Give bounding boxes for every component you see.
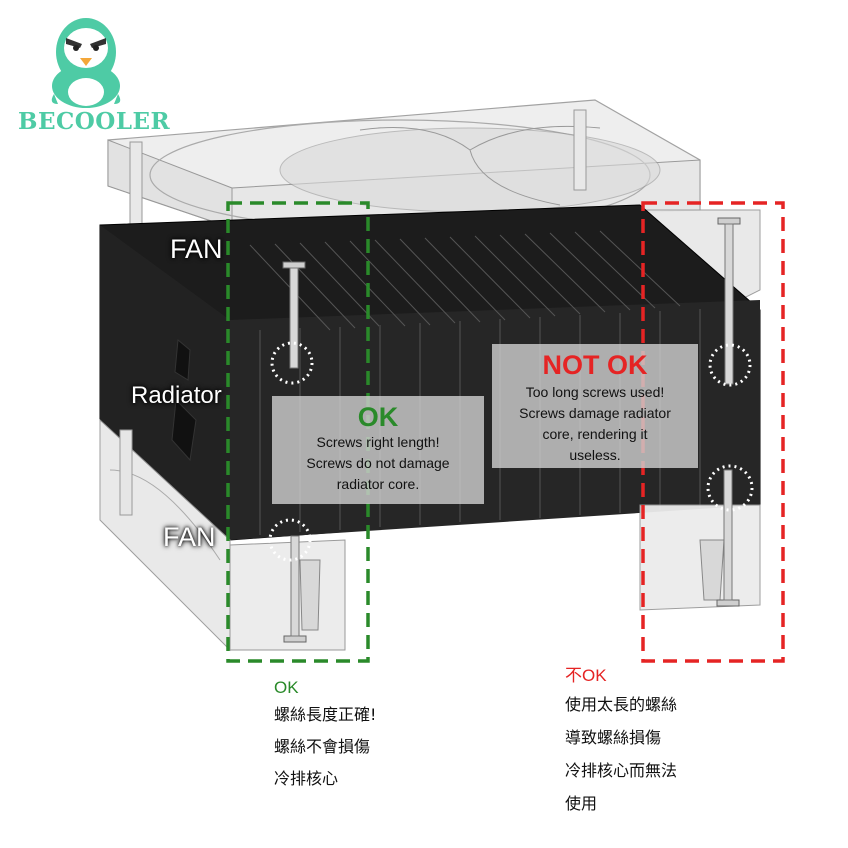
notok-screw-top [717, 217, 741, 385]
notok-panel-line: core, rendering it [542, 426, 648, 442]
radiator-label: Radiator [131, 382, 222, 409]
ok-caption-line: 螺絲不會損傷 [274, 737, 371, 756]
ok-panel-line: radiator core. [336, 476, 420, 492]
ok-caption: OK 螺絲長度正確! 螺絲不會損傷 冷排核心 [274, 677, 474, 795]
fan-bottom-label: FAN [163, 522, 216, 552]
ok-panel-title: OK [357, 402, 399, 432]
notok-caption-line: 冷排核心而無法 [565, 761, 678, 780]
notok-screw-tip-bottom-circle [706, 464, 754, 512]
notok-caption-title: 不OK [565, 666, 607, 685]
ok-highlight-box [226, 201, 370, 663]
notok-highlight-box [641, 201, 785, 663]
ok-screw-tip-top-circle [270, 341, 314, 385]
ok-panel-line: Screws do not damage [306, 455, 450, 471]
ok-panel-line: Screws right length! [316, 434, 440, 450]
ok-screw-tip-bottom-circle [268, 518, 312, 562]
notok-caption-line: 使用太長的螺絲 [565, 695, 678, 714]
notok-screw-tip-top-circle [708, 343, 752, 387]
notok-panel-title: NOT OK [542, 350, 648, 380]
ok-info-panel: OK Screws right length! Screws do not da… [272, 396, 484, 504]
notok-caption-line: 使用 [565, 794, 598, 813]
notok-screw-bottom [716, 469, 740, 607]
notok-info-panel: NOT OK Too long screws used! Screws dama… [492, 344, 698, 468]
fan-top-label: FAN [170, 234, 223, 264]
notok-caption: 不OK 使用太長的螺絲 導致螺絲損傷 冷排核心而無法 使用 [565, 664, 785, 820]
notok-panel-line: Too long screws used! [525, 384, 665, 400]
ok-caption-line: 冷排核心 [274, 769, 339, 788]
ok-caption-title: OK [274, 678, 299, 697]
notok-panel-line: Screws damage radiator [519, 405, 671, 421]
penguin-logo-icon [51, 18, 121, 108]
ok-caption-line: 螺絲長度正確! [274, 705, 377, 724]
brand-name: BECOOLER [18, 108, 171, 135]
ok-screw-top [282, 261, 306, 369]
ok-screw-bottom [283, 535, 307, 643]
notok-caption-line: 導致螺絲損傷 [565, 728, 662, 747]
notok-panel-line: useless. [569, 447, 621, 463]
